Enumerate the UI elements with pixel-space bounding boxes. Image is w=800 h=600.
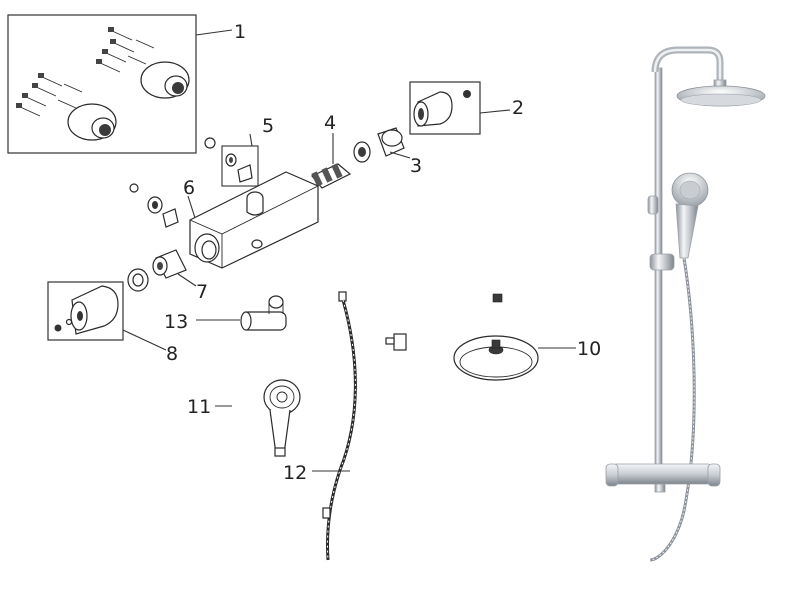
cartridge-icon (311, 163, 352, 189)
hand-shower-icon (263, 379, 301, 457)
overhead-shower-head-icon (453, 335, 539, 381)
callout-label-2: 2 (512, 97, 524, 119)
callout-label-6: 6 (183, 177, 195, 199)
callout-label-5: 5 (262, 115, 274, 137)
callout-label-12: 12 (283, 462, 307, 484)
callout-label-8: 8 (166, 343, 178, 365)
thermostatic-valve-body-icon (129, 171, 319, 269)
callout-label-3: 3 (410, 155, 422, 177)
flow-control-cartridge-icon (127, 249, 187, 292)
wall-fixing-kit-icon (7, 14, 197, 154)
slide-holder-icon (240, 295, 287, 331)
inlet-connector-icon (353, 127, 405, 163)
callout-label-7: 7 (196, 281, 208, 303)
callout-label-1: 1 (234, 21, 246, 43)
filter-washers-icon (204, 137, 259, 187)
riser-rail-icon (385, 224, 503, 560)
callout-label-13: 13 (164, 311, 188, 333)
shower-hose-icon (322, 291, 357, 561)
temperature-handle-icon (47, 281, 124, 341)
end-cap-icon (409, 81, 481, 135)
callout-label-10: 10 (577, 338, 601, 360)
assembled-shower-system-icon (605, 46, 766, 562)
callout-label-4: 4 (324, 112, 336, 134)
callout-label-11: 11 (187, 396, 211, 418)
